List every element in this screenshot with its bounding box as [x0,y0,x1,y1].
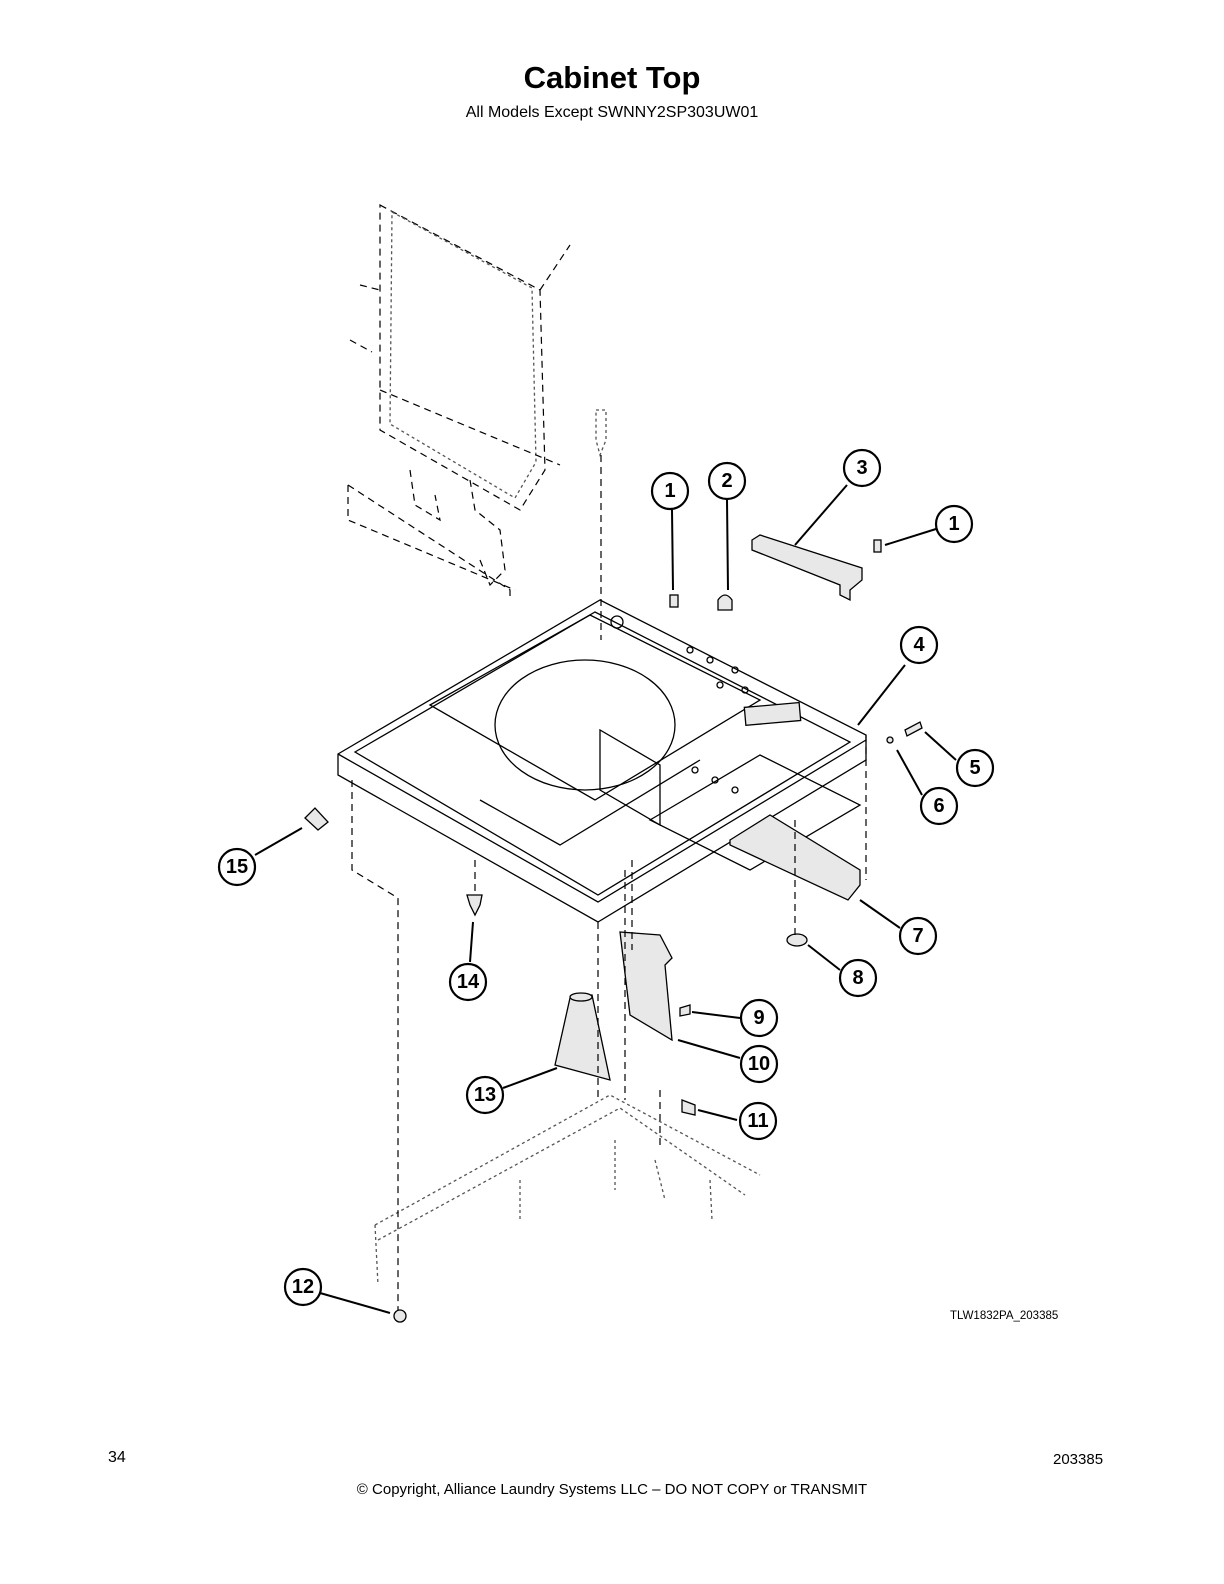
page-title: Cabinet Top [523,60,701,95]
callout-label: 1 [948,513,959,535]
callout-label: 15 [226,856,248,878]
callout-13: 13 [465,1075,505,1115]
callout-11: 11 [738,1101,778,1141]
callout-label: 5 [969,757,980,779]
console-frame-phantom [347,204,571,600]
callout-10: 10 [739,1044,779,1084]
callout-3: 3 [842,448,882,488]
support-legs [554,931,673,1081]
callout-15: 15 [217,847,257,887]
drawing-code: TLW1832PA_203385 [950,1310,1059,1322]
long-screw-phantom [595,409,607,640]
callout-14: 14 [448,962,488,1002]
callout-label: 14 [457,971,480,993]
hardware-parts [304,539,923,1323]
callout-label: 7 [912,925,923,947]
callout-4: 4 [899,625,939,665]
callout-1b: 1 [934,504,974,544]
callout-label: 2 [721,470,732,492]
leader-lines [254,484,957,1314]
callout-8: 8 [838,958,878,998]
bracket-part-3 [751,534,863,602]
callout-12: 12 [283,1267,323,1307]
callout-label: 12 [292,1276,314,1298]
callout-label: 8 [852,967,863,989]
lower-cabinet-phantom [351,735,867,1310]
callout-label: 11 [747,1110,768,1132]
page-number: 34 [108,1449,126,1466]
callout-1a: 1 [650,471,690,511]
page-subtitle: All Models Except SWNNY2SP303UW01 [465,104,759,121]
callout-9: 9 [739,998,779,1038]
callout-label: 9 [753,1007,764,1029]
copyright-notice: © Copyright, Alliance Laundry Systems LL… [356,1481,868,1498]
callout-label: 1 [664,480,675,502]
callout-label: 4 [913,634,925,656]
callout-label: 3 [856,457,867,479]
callout-5: 5 [955,748,995,788]
document-number: 203385 [1053,1451,1104,1468]
callout-label: 10 [748,1053,770,1075]
cabinet-top-part [337,599,867,923]
callout-7: 7 [898,916,938,956]
callout-6: 6 [919,786,959,826]
callout-2: 2 [707,461,747,501]
callout-label: 6 [933,795,944,817]
callout-label: 13 [474,1084,496,1106]
